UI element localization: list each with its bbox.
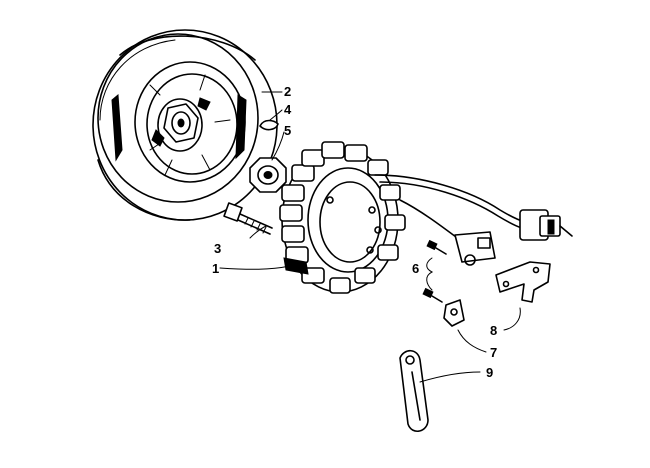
- pickup-sensor: [454, 231, 496, 266]
- leader-3: [249, 225, 267, 239]
- leader-7: [457, 329, 487, 353]
- stator-bolt: [223, 202, 273, 235]
- mounting-bracket: [495, 261, 551, 303]
- leader-lines: [219, 91, 521, 383]
- leader-6: [426, 257, 434, 291]
- support-strap: [399, 349, 429, 432]
- callout-6: 6: [412, 261, 419, 276]
- wire-harness: [374, 174, 573, 241]
- callout-7: 7: [490, 345, 497, 360]
- leader-1: [219, 265, 291, 270]
- callout-3: 3: [214, 241, 221, 256]
- callout-5: 5: [284, 123, 291, 138]
- callout-4: 4: [284, 102, 292, 117]
- screw-upper: [426, 239, 447, 255]
- leader-8: [503, 307, 521, 331]
- callout-8: 8: [490, 323, 497, 338]
- leader-5: [271, 131, 285, 161]
- callout-1: 1: [212, 261, 219, 276]
- callout-9: 9: [486, 365, 493, 380]
- screw-lower: [422, 287, 443, 303]
- woodruff-key: [259, 119, 279, 131]
- wire-clip: [443, 299, 465, 327]
- flywheel-nut: [249, 157, 287, 193]
- stator: [279, 141, 406, 294]
- leader-9: [419, 371, 481, 383]
- leader-4: [269, 109, 283, 121]
- flywheel: [92, 29, 278, 221]
- callout-2: 2: [284, 84, 291, 99]
